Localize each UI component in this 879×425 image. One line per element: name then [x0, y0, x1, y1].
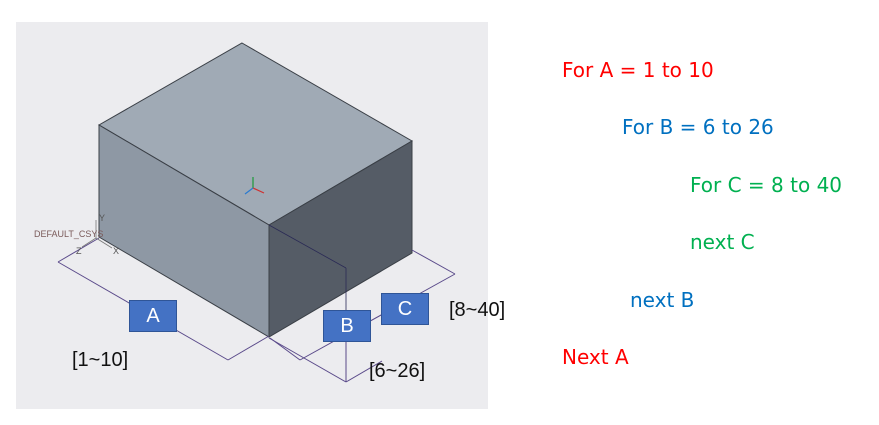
range-a: [1~10] [72, 349, 129, 371]
axis-x-label: X [113, 246, 119, 256]
dimension-line-c [268, 337, 383, 383]
loop-a-start: For A = 1 to 10 [562, 58, 714, 82]
axis-y-label: Y [99, 213, 105, 223]
loop-c-start: For C = 8 to 40 [690, 173, 843, 197]
default-csys-icon [81, 220, 113, 249]
dimension-b-label: B [323, 310, 371, 342]
construction-line [268, 224, 347, 269]
axis-z-label: Z [76, 246, 82, 256]
range-c: [8~40] [449, 299, 506, 321]
dimension-a-label: A [129, 300, 177, 332]
loop-c-end: next C [690, 230, 755, 254]
loop-a-end: Next A [562, 345, 629, 369]
csys-label: DEFAULT_CSYS [34, 229, 103, 239]
right-face [268, 140, 413, 338]
loop-b-end: next B [630, 288, 695, 312]
triad-icon [244, 177, 265, 195]
dimension-c-label: C [381, 293, 429, 325]
range-b: [6~26] [369, 360, 426, 382]
loop-b-start: For B = 6 to 26 [622, 115, 774, 139]
